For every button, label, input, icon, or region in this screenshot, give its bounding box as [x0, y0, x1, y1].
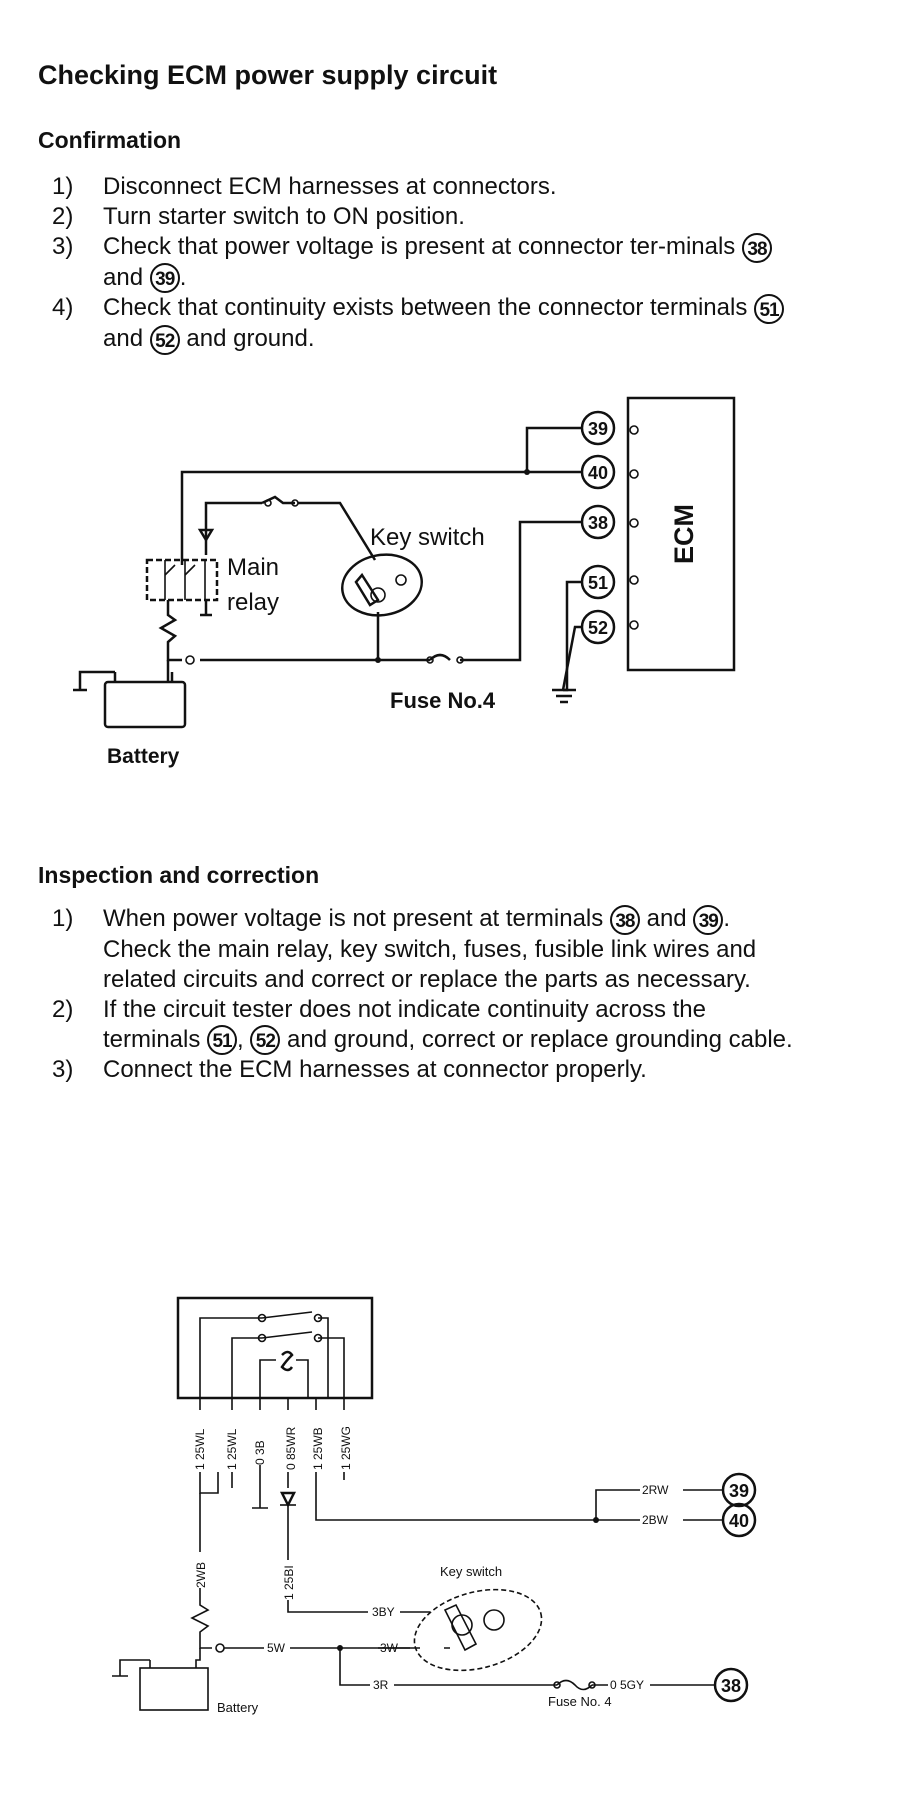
terminal-40: 40 — [721, 1502, 757, 1538]
step-text: . — [179, 263, 187, 291]
battery: Battery — [73, 600, 195, 768]
terminal-badge: 38 — [609, 904, 640, 935]
circuit-diagram-2: 1 25WL 1 25WL 0 3B 0 85WR 1 25WB 1 25WG — [112, 1296, 757, 1715]
step-number: 1) — [52, 905, 74, 932]
ecm-label: ECM — [669, 504, 699, 564]
step-text: and ground. — [186, 324, 315, 352]
step-number: 4) — [52, 294, 74, 322]
step-text: When power voltage is not present at ter… — [103, 905, 604, 932]
key-switch-label: Key switch — [370, 524, 485, 551]
terminal-label: 39 — [729, 1481, 749, 1501]
key-switch: Key switch — [341, 524, 485, 617]
wiring-2 — [190, 1398, 722, 1691]
terminal-label: 38 — [588, 513, 608, 533]
inspection-heading: Inspection and correction — [38, 862, 320, 888]
step-text: Disconnect ECM harnesses at connectors. — [103, 173, 557, 200]
terminal-badge: 52 — [149, 324, 180, 355]
wire-label: 3BY — [372, 1605, 395, 1619]
list-item: 4) Check that continuity exists between … — [0, 293, 800, 355]
terminal-label: 40 — [588, 463, 608, 483]
step-number: 2) — [52, 995, 74, 1023]
step-text: If the circuit tester does not indicate … — [103, 995, 706, 1053]
terminal-badge: 51 — [207, 1025, 238, 1056]
step-text: Check that power voltage is present at c… — [103, 233, 736, 260]
main-relay: Main relay — [145, 528, 279, 617]
wire-label: 0 3B — [253, 1440, 267, 1465]
page-title: Checking ECM power supply circuit — [38, 60, 498, 90]
terminal-badge: 39 — [693, 904, 724, 935]
main-relay-label: relay — [227, 589, 279, 616]
terminal-badge: 51 — [754, 293, 785, 324]
step-text: Turn starter switch to ON position. — [103, 203, 465, 230]
battery-2: Battery — [112, 1648, 259, 1715]
wire-label: 5W — [267, 1641, 286, 1655]
list-item: 2) If the circuit tester does not indica… — [0, 995, 800, 1056]
circuit-diagram-1: ECM 39 40 38 51 52 — [73, 396, 736, 768]
wire-label: 1 25WG — [339, 1426, 353, 1470]
terminal-40: 40 — [580, 454, 616, 490]
inspection-steps: 1) When power voltage is not present at … — [0, 904, 800, 1085]
step-text: Connect the ECM harnesses at connector p… — [103, 1056, 647, 1084]
list-item: 1) Disconnect ECM harnesses at connector… — [0, 172, 800, 202]
ecm-pins — [629, 425, 639, 630]
relay-internals — [199, 1311, 345, 1398]
confirmation-heading: Confirmation — [38, 127, 182, 153]
wire-label: 1 25BI — [282, 1565, 296, 1600]
terminal-39: 39 — [580, 410, 616, 446]
terminal-38: 38 — [580, 504, 616, 540]
wire-label: 2WB — [194, 1562, 208, 1588]
step-text: and ground, correct or replace grounding… — [287, 1025, 793, 1053]
terminal-52: 52 — [580, 609, 616, 645]
step-text: , — [237, 1025, 244, 1053]
terminal-39: 39 — [721, 1472, 757, 1508]
wire-label: 2BW — [642, 1513, 669, 1527]
inline-wire-labels: 2RW 2BW 2WB 1 25BI 3BY 3W 5W 3R 0 5GY — [194, 1483, 669, 1692]
step-text: and — [103, 263, 144, 291]
terminal-label: 39 — [588, 419, 608, 439]
wire-labels: 1 25WL 1 25WL 0 3B 0 85WR 1 25WB 1 25WG — [193, 1426, 353, 1470]
step-text: and — [103, 324, 144, 352]
step-text: Check that continuity exists between the… — [103, 294, 748, 322]
step-number: 2) — [52, 203, 74, 230]
confirmation-steps: 1) Disconnect ECM harnesses at connector… — [0, 172, 800, 355]
wire-label: 0 5GY — [610, 1678, 644, 1692]
fuse-label: Fuse No. 4 — [548, 1694, 612, 1709]
wire-label: 0 85WR — [284, 1426, 298, 1470]
step-number: 3) — [52, 233, 74, 260]
main-relay-label: Main — [227, 554, 279, 581]
relay-box — [176, 1296, 374, 1400]
terminal-label: 51 — [588, 573, 608, 593]
terminal-badge: 38 — [741, 232, 772, 263]
list-item: 2) Turn starter switch to ON position. — [0, 202, 800, 232]
wire-label: 1 25WL — [225, 1428, 239, 1470]
wire-label: 2RW — [642, 1483, 669, 1497]
fuse-label: Fuse No.4 — [390, 688, 496, 713]
terminal-38: 38 — [713, 1667, 749, 1703]
wire-label: 3W — [380, 1641, 399, 1655]
terminal-label: 38 — [721, 1676, 741, 1696]
step-text: . — [723, 905, 730, 932]
wiring — [180, 426, 582, 704]
ecm-box — [626, 396, 736, 672]
list-item: 3) Connect the ECM harnesses at connecto… — [0, 1055, 800, 1085]
step-number: 1) — [52, 173, 74, 200]
step-number: 3) — [52, 1056, 74, 1084]
wire-label: 3R — [373, 1678, 389, 1692]
list-item: 3) Check that power voltage is present a… — [0, 232, 800, 294]
terminal-label: 40 — [729, 1511, 749, 1531]
battery-label: Battery — [107, 745, 180, 768]
battery-label: Battery — [217, 1700, 259, 1715]
terminal-badge: 39 — [149, 263, 180, 294]
wire-label: 1 25WL — [193, 1428, 207, 1470]
step-text: and — [646, 905, 687, 932]
list-item: 1) When power voltage is not present at … — [0, 904, 800, 995]
terminal-51: 51 — [580, 564, 616, 600]
terminal-badge: 52 — [250, 1025, 281, 1056]
wire-label: 1 25WB — [311, 1427, 325, 1470]
step-text: Check the main relay, key switch, fuses,… — [103, 935, 757, 993]
terminal-label: 52 — [588, 618, 608, 638]
key-switch-2: Key switch — [413, 1564, 543, 1672]
key-switch-label: Key switch — [440, 1564, 502, 1579]
